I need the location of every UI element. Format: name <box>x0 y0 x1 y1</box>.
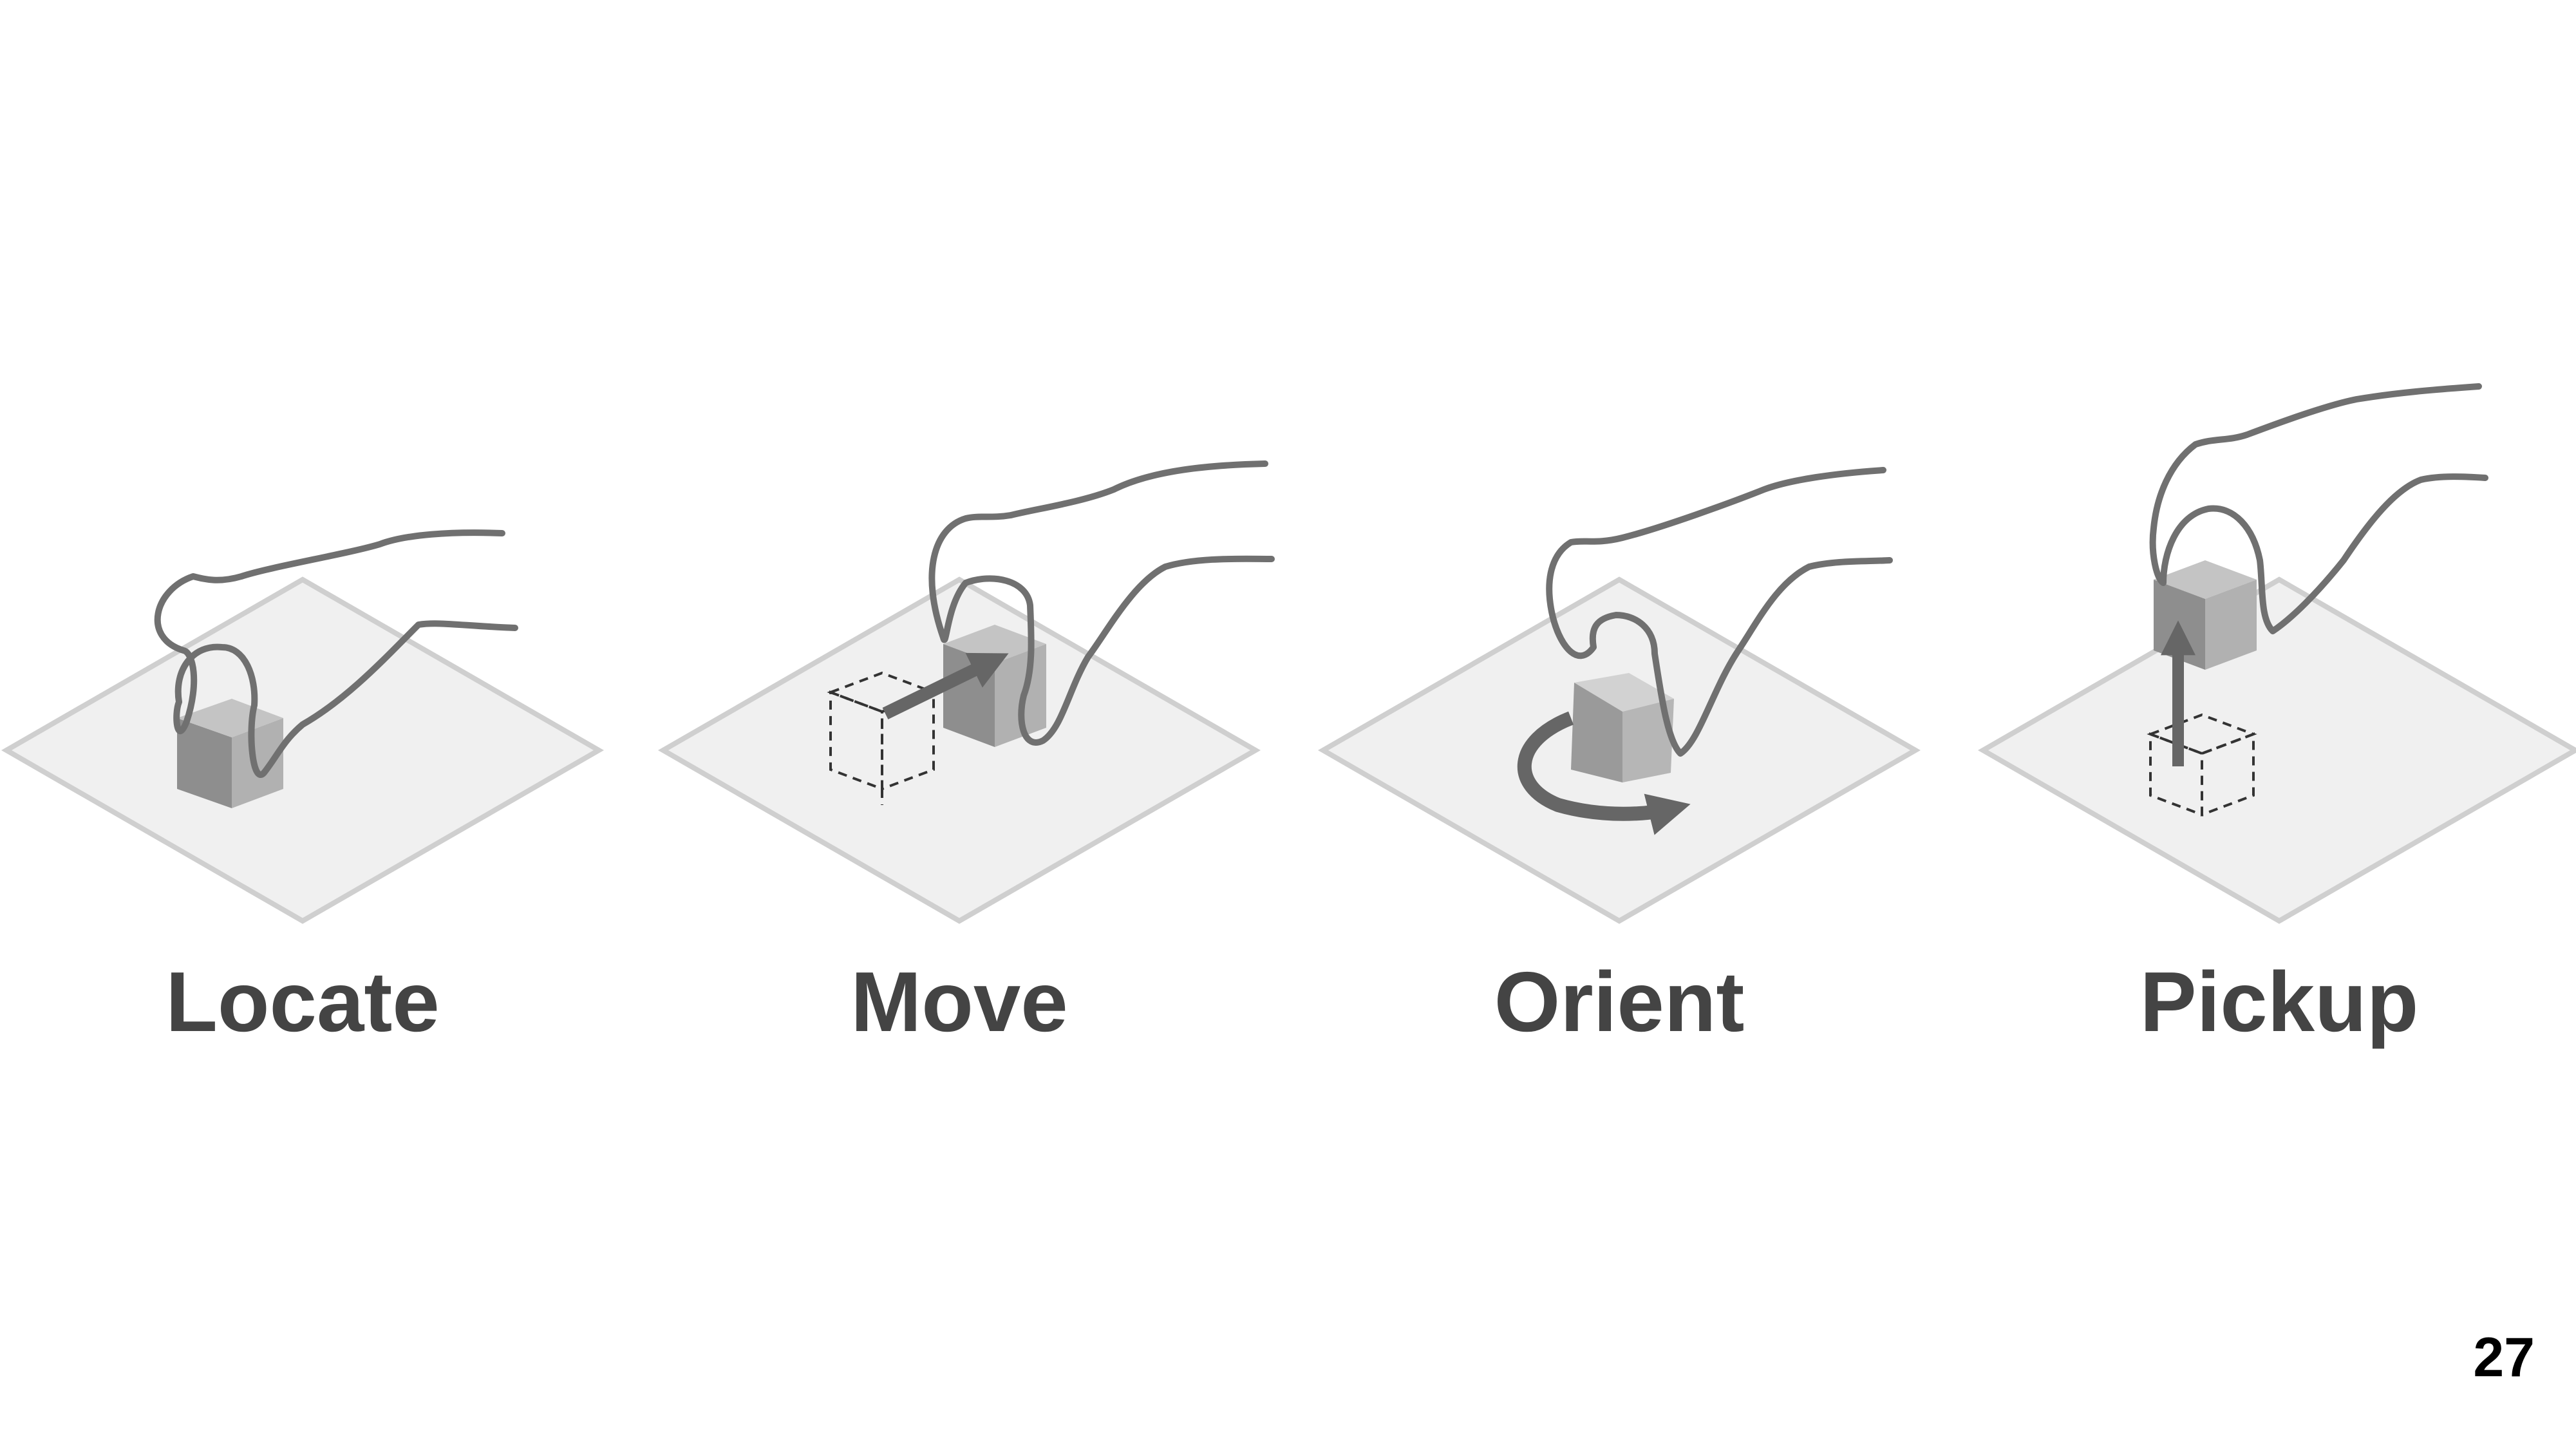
dashed-cube-outline <box>2147 713 2257 817</box>
ground-plane <box>657 576 1261 924</box>
step-label-orient: Orient <box>1494 954 1745 1049</box>
cube <box>177 699 283 808</box>
panel-move <box>657 460 1275 924</box>
hand-outline <box>2149 383 2488 634</box>
cube-rotated <box>1571 673 1674 782</box>
hand-outline <box>1546 467 1893 757</box>
ground-plane <box>1 576 605 924</box>
panel-orient <box>1317 467 1921 924</box>
step-label-locate: Locate <box>165 954 440 1049</box>
step-label-move: Move <box>851 954 1068 1049</box>
cube-lifted <box>2154 560 2257 670</box>
ground-plane <box>1977 576 2576 924</box>
step-label-pickup: Pickup <box>2139 954 2419 1049</box>
page-number: 27 <box>2473 1327 2535 1388</box>
rotate-arrow <box>1517 711 1691 835</box>
hand-outline <box>154 529 518 778</box>
panel-locate <box>1 529 605 924</box>
hand-outline <box>928 460 1275 746</box>
panel-pickup <box>1977 383 2576 924</box>
move-arrow <box>882 652 1009 719</box>
